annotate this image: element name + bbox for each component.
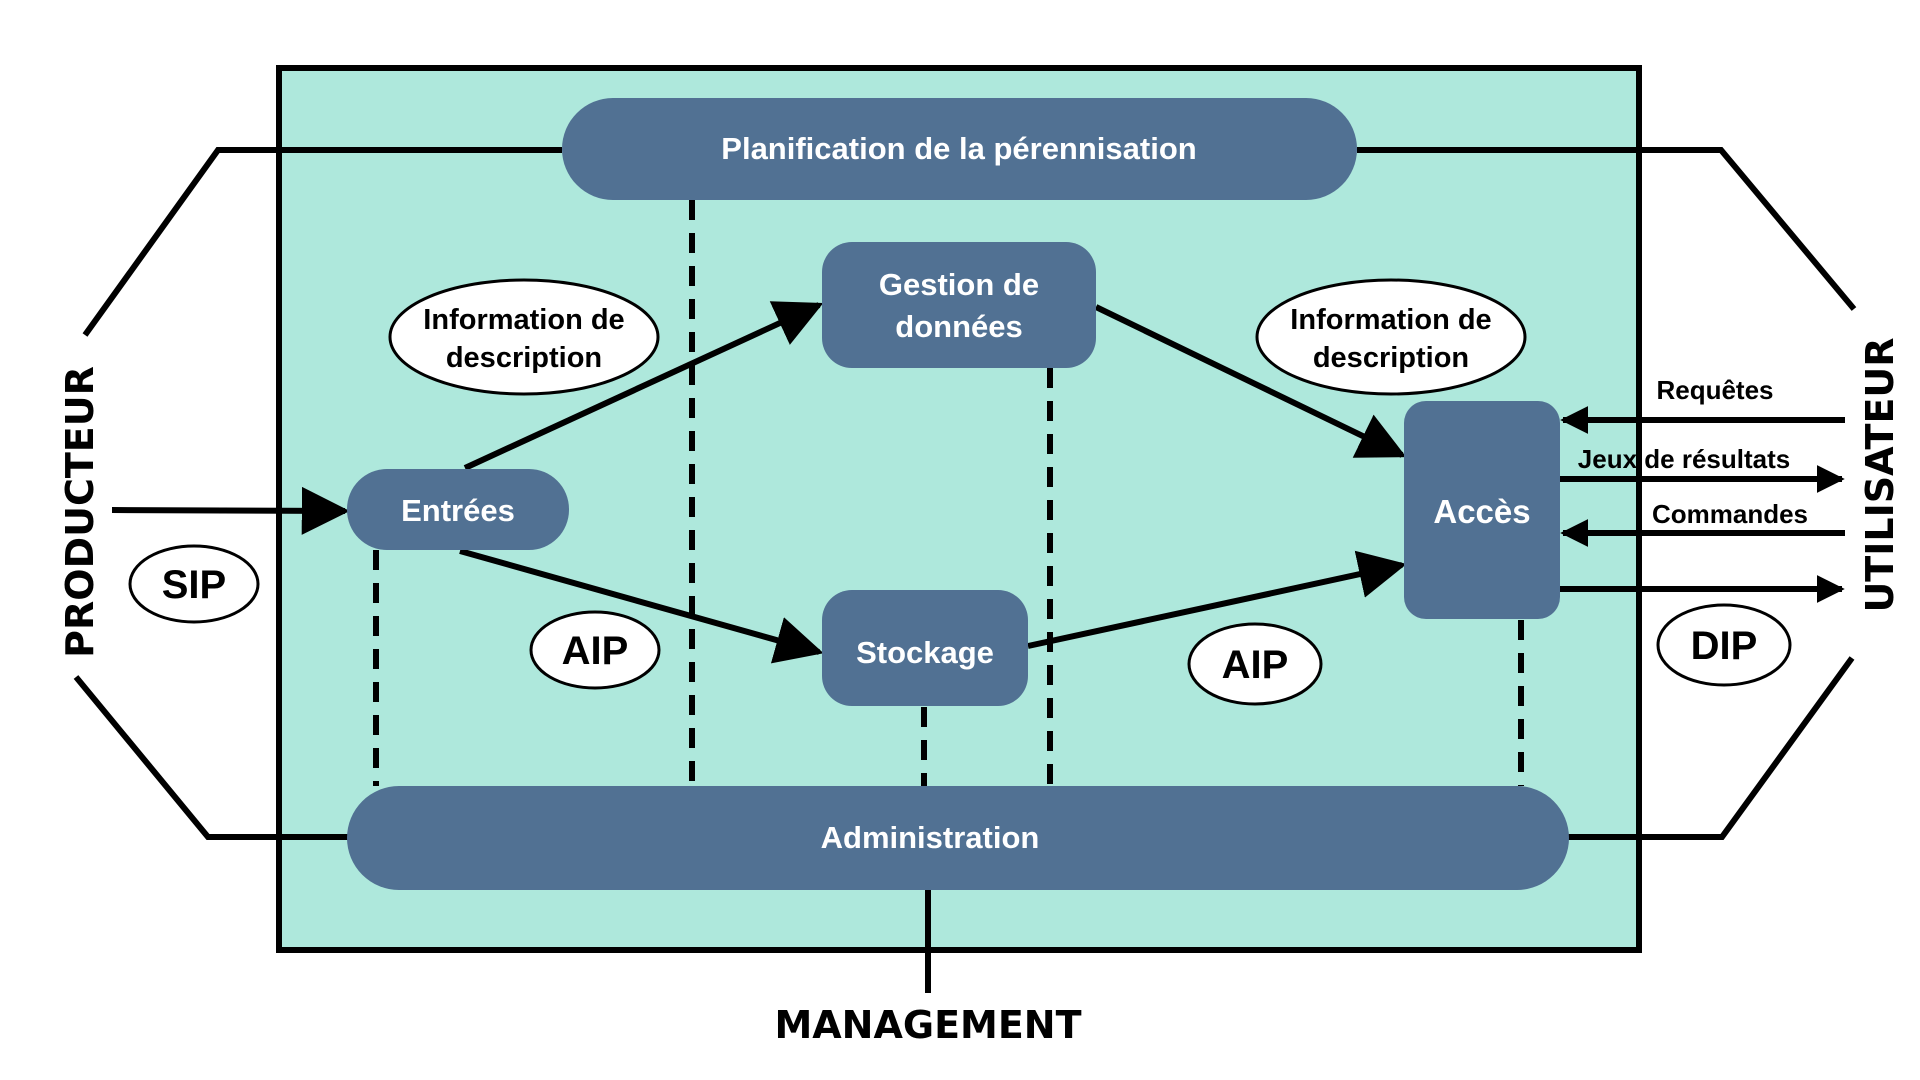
descriptive-info-right-line1: Information de bbox=[1290, 304, 1491, 336]
access-label: Accès bbox=[1433, 493, 1530, 530]
descriptive-info-left: Information de description bbox=[388, 278, 660, 396]
aip-left-label: AIP bbox=[562, 629, 629, 673]
data-management-label-line2: données bbox=[895, 309, 1022, 344]
archival-storage-label: Stockage bbox=[856, 635, 994, 670]
aip-right-label: AIP bbox=[1222, 643, 1289, 687]
preservation-planning-label: Planification de la pérennisation bbox=[721, 131, 1196, 166]
function-preservation-planning[interactable]: Planification de la pérennisation bbox=[562, 98, 1357, 200]
function-archival-storage[interactable]: Stockage bbox=[822, 590, 1028, 706]
descriptive-info-left-line2: description bbox=[446, 342, 602, 374]
consumer-label: UTILISATEUR bbox=[1858, 337, 1902, 612]
package-aip-left: AIP bbox=[529, 610, 661, 690]
administration-label: Administration bbox=[821, 820, 1040, 855]
function-access[interactable]: Accès bbox=[1404, 401, 1560, 619]
function-ingest[interactable]: Entrées bbox=[347, 469, 569, 550]
package-aip-right: AIP bbox=[1187, 622, 1323, 706]
management-label: MANAGEMENT bbox=[774, 1003, 1081, 1047]
descriptive-info-left-line1: Information de bbox=[423, 304, 624, 336]
producer-label: PRODUCTEUR bbox=[58, 366, 102, 658]
sip-label: SIP bbox=[162, 563, 226, 607]
function-data-management[interactable]: Gestion de données bbox=[822, 242, 1096, 368]
orders-label: Commandes bbox=[1652, 499, 1808, 529]
ingest-label: Entrées bbox=[401, 493, 515, 528]
arrow-storage-to-access bbox=[1027, 550, 1407, 649]
function-administration[interactable]: Administration bbox=[347, 786, 1569, 890]
result-sets-label: Jeux de résultats bbox=[1578, 444, 1790, 474]
package-dip: DIP bbox=[1656, 603, 1792, 687]
arrow-ingest-to-storage bbox=[459, 548, 824, 664]
arrow-ingest-to-datamgmt bbox=[463, 301, 824, 471]
package-sip: SIP bbox=[128, 544, 260, 624]
dip-label: DIP bbox=[1691, 624, 1758, 668]
arrow-producer-to-ingest bbox=[111, 486, 350, 535]
descriptive-info-right: Information de description bbox=[1255, 278, 1527, 396]
queries-label: Requêtes bbox=[1656, 375, 1773, 405]
arrow-datamgmt-to-access bbox=[1094, 304, 1407, 458]
data-management-label-line1: Gestion de bbox=[879, 267, 1039, 302]
descriptive-info-right-line2: description bbox=[1313, 342, 1469, 374]
